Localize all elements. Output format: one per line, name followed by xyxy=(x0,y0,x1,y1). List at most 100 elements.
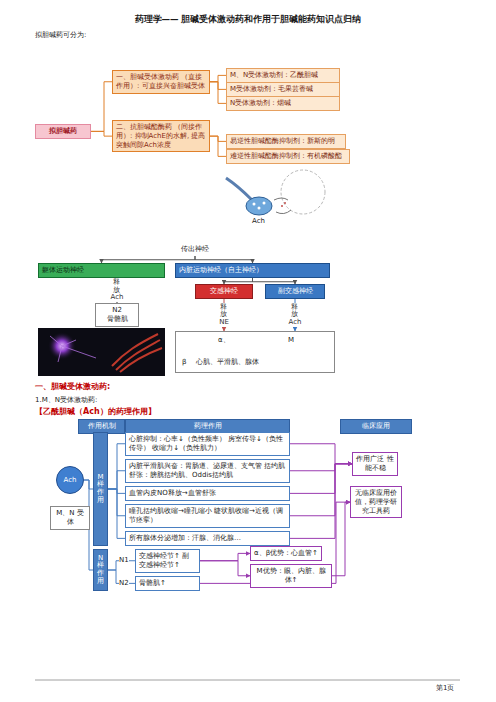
effect-group: M样作用 xyxy=(93,432,108,546)
node-text: 传出神经 xyxy=(168,245,222,254)
node-text: M优势：眼、内脏、腺体↑ xyxy=(254,567,328,585)
drug-box: M受体激动剂：毛果芸香碱 xyxy=(226,82,340,97)
node-text: 内脏平滑肌兴奋：胃肠道、泌尿道、支气管 括约肌舒张：膀胱括约肌、Oddis括约肌 xyxy=(129,462,286,480)
connector xyxy=(210,75,226,81)
connector xyxy=(102,256,196,263)
node-text: α、β优势：心血管↑ xyxy=(254,549,318,558)
drug-box: 难逆性胆碱酯酶抑制剂：有机磷酸酯 xyxy=(226,149,350,164)
section-heading: 一、胆碱受体激动药: xyxy=(35,382,110,392)
nerve-box: 躯体运动神经 xyxy=(38,263,165,278)
connector xyxy=(108,489,125,538)
drug-box: M、N受体激动剂：乙酰胆碱 xyxy=(226,68,340,83)
receptor-box: M、N 受体 xyxy=(50,506,90,530)
connector xyxy=(290,444,352,464)
section-heading: 【乙酰胆碱（Ach）的药理作用】 xyxy=(35,407,156,417)
node-text: 拟胆碱药 xyxy=(39,127,87,136)
connector xyxy=(290,464,352,516)
node-text: 一、胆碱受体激动药 （直接作用）: 可直接兴奋胆碱受体 xyxy=(116,73,206,91)
nerve-box: 副交感神经 xyxy=(265,284,325,299)
page-number: 第1页 xyxy=(436,684,454,692)
edge-label: 释放NE xyxy=(218,303,230,327)
connector xyxy=(91,82,112,132)
effect-box: 心脏抑制：心率↓（负性频率） 房室传导↓（负性传导） 收缩力↓（负性肌力） xyxy=(125,432,290,456)
node-text: 作用广泛 性能不稳 xyxy=(356,455,394,473)
node-text: 难逆性胆碱酯酶抑制剂：有机磷酸酯 xyxy=(230,152,346,161)
edge-label: 释放Ach xyxy=(110,278,125,302)
outcome-box: M优势：眼、内脏、腺体↑ xyxy=(250,564,332,588)
connector xyxy=(108,444,125,489)
node-text: 副交感神经 xyxy=(269,287,321,296)
node-text: M、N受体激动剂：乙酰胆碱 xyxy=(230,71,336,80)
effect-box: 内脏平滑肌兴奋：胃肠道、泌尿道、支气管 括约肌舒张：膀胱括约肌、Oddis括约肌 xyxy=(125,459,290,483)
effector-box: N2骨骼肌 xyxy=(95,303,139,327)
connector xyxy=(91,131,112,136)
drug-box: 易逆性胆碱酯酶抑制剂：新斯的明 xyxy=(226,134,346,149)
connector xyxy=(200,561,250,576)
intro-text: 拟胆碱药可分为: xyxy=(35,31,86,39)
node-text: Ach xyxy=(64,476,77,485)
use-box: 作用广泛 性能不稳 xyxy=(352,452,398,476)
node-text: 交感神经节↑ 副交感神经节↑ xyxy=(139,552,196,570)
footer-rule xyxy=(35,680,460,681)
node-text: M xyxy=(288,336,294,345)
node-text: 易逆性胆碱酯酶抑制剂：新斯的明 xyxy=(230,137,342,146)
effector-box: α、 Mβ 心肌、平滑肌、腺体 xyxy=(175,331,335,373)
connector xyxy=(290,464,352,471)
connector xyxy=(210,136,226,156)
effect-box: 所有腺体分泌增加：汗腺、消化腺… xyxy=(125,531,290,546)
class-box: 一、胆碱受体激动药 （直接作用）: 可直接兴奋胆碱受体 xyxy=(112,70,210,94)
node-text: β xyxy=(182,358,186,367)
effect-group: N样作用 xyxy=(93,549,108,591)
node-text: 血管内皮NO释放→血管舒张 xyxy=(129,489,286,498)
nerve-heading: 传出神经 xyxy=(165,243,225,256)
synapse-illustration xyxy=(226,170,325,215)
edge-label: 释放Ach xyxy=(288,303,303,327)
use-box: 无临床应用价值，药理学研究工具药 xyxy=(350,486,402,518)
node-text: 二、抗胆碱酯酶药 （间接作用）: 抑制AchE的水解, 提高突触间隙Ach浓度 xyxy=(116,123,206,149)
nerve-box: 交感神经 xyxy=(195,284,253,299)
node-text: M样作用 xyxy=(97,474,104,505)
node-text: N样作用 xyxy=(97,555,104,586)
subsection-heading: 1.M、N受体激动药: xyxy=(35,396,97,404)
node-text: 无临床应用价值，药理学研究工具药 xyxy=(354,489,398,515)
transmitter-label: Ach xyxy=(252,217,265,225)
node-text: α、 xyxy=(218,336,230,345)
connector xyxy=(290,464,352,539)
node-text: 作用机制 xyxy=(82,422,121,431)
node-text: 瞳孔括约肌收缩→瞳孔缩小 睫状肌收缩→近视（调节痉挛） xyxy=(129,507,286,525)
receptor-label: N2 xyxy=(119,579,129,587)
page-title: 药理学—— 胆碱受体激动药和作用于胆碱能药知识点归纳 xyxy=(0,14,496,26)
node-text: N2 xyxy=(99,306,135,315)
outcome-box: α、β优势：心血管↑ xyxy=(250,546,322,561)
connector xyxy=(200,553,250,560)
connector xyxy=(195,256,253,263)
column-header: 临床应用 xyxy=(340,419,412,434)
connector xyxy=(332,502,350,576)
category-box: 拟胆碱药 xyxy=(35,124,91,139)
drug-box: N受体激动剂：烟碱 xyxy=(226,96,340,111)
node-text: 心脏抑制：心率↓（负性频率） 房室传导↓（负性传导） 收缩力↓（负性肌力） xyxy=(129,435,286,453)
nerve-box: 内脏运动神经（自主神经） xyxy=(175,263,330,278)
node-text: 所有腺体分泌增加：汗腺、消化腺… xyxy=(129,534,286,543)
node-text: 骨骼肌 xyxy=(99,315,135,324)
node-text: N受体激动剂：烟碱 xyxy=(230,99,336,108)
effect-box: 血管内皮NO释放→血管舒张 xyxy=(125,486,290,501)
node-text: 药理作用 xyxy=(129,422,286,431)
connector xyxy=(290,464,352,494)
transmitter-circle: Ach xyxy=(56,466,84,494)
class-box: 二、抗胆碱酯酶药 （间接作用）: 抑制AchE的水解, 提高突触间隙Ach浓度 xyxy=(112,120,210,152)
connector xyxy=(210,82,226,104)
effect-box: 交感神经节↑ 副交感神经节↑ xyxy=(135,549,200,573)
receptor-label: N1 xyxy=(119,556,129,564)
node-text: 心肌、平滑肌、腺体 xyxy=(196,358,259,367)
effect-box: 骨骼肌↑ xyxy=(135,576,200,591)
node-text: 内脏运动神经（自主神经） xyxy=(179,266,326,275)
effect-box: 瞳孔括约肌收缩→瞳孔缩小 睫状肌收缩→近视（调节痉挛） xyxy=(125,504,290,528)
neuron-image xyxy=(38,328,165,376)
node-text: M受体激动剂：毛果芸香碱 xyxy=(230,85,336,94)
node-text: M、N 受体 xyxy=(54,509,86,527)
node-text: 躯体运动神经 xyxy=(42,266,161,275)
connector xyxy=(108,471,125,489)
node-text: 交感神经 xyxy=(199,287,249,296)
node-text: 临床应用 xyxy=(344,422,408,431)
